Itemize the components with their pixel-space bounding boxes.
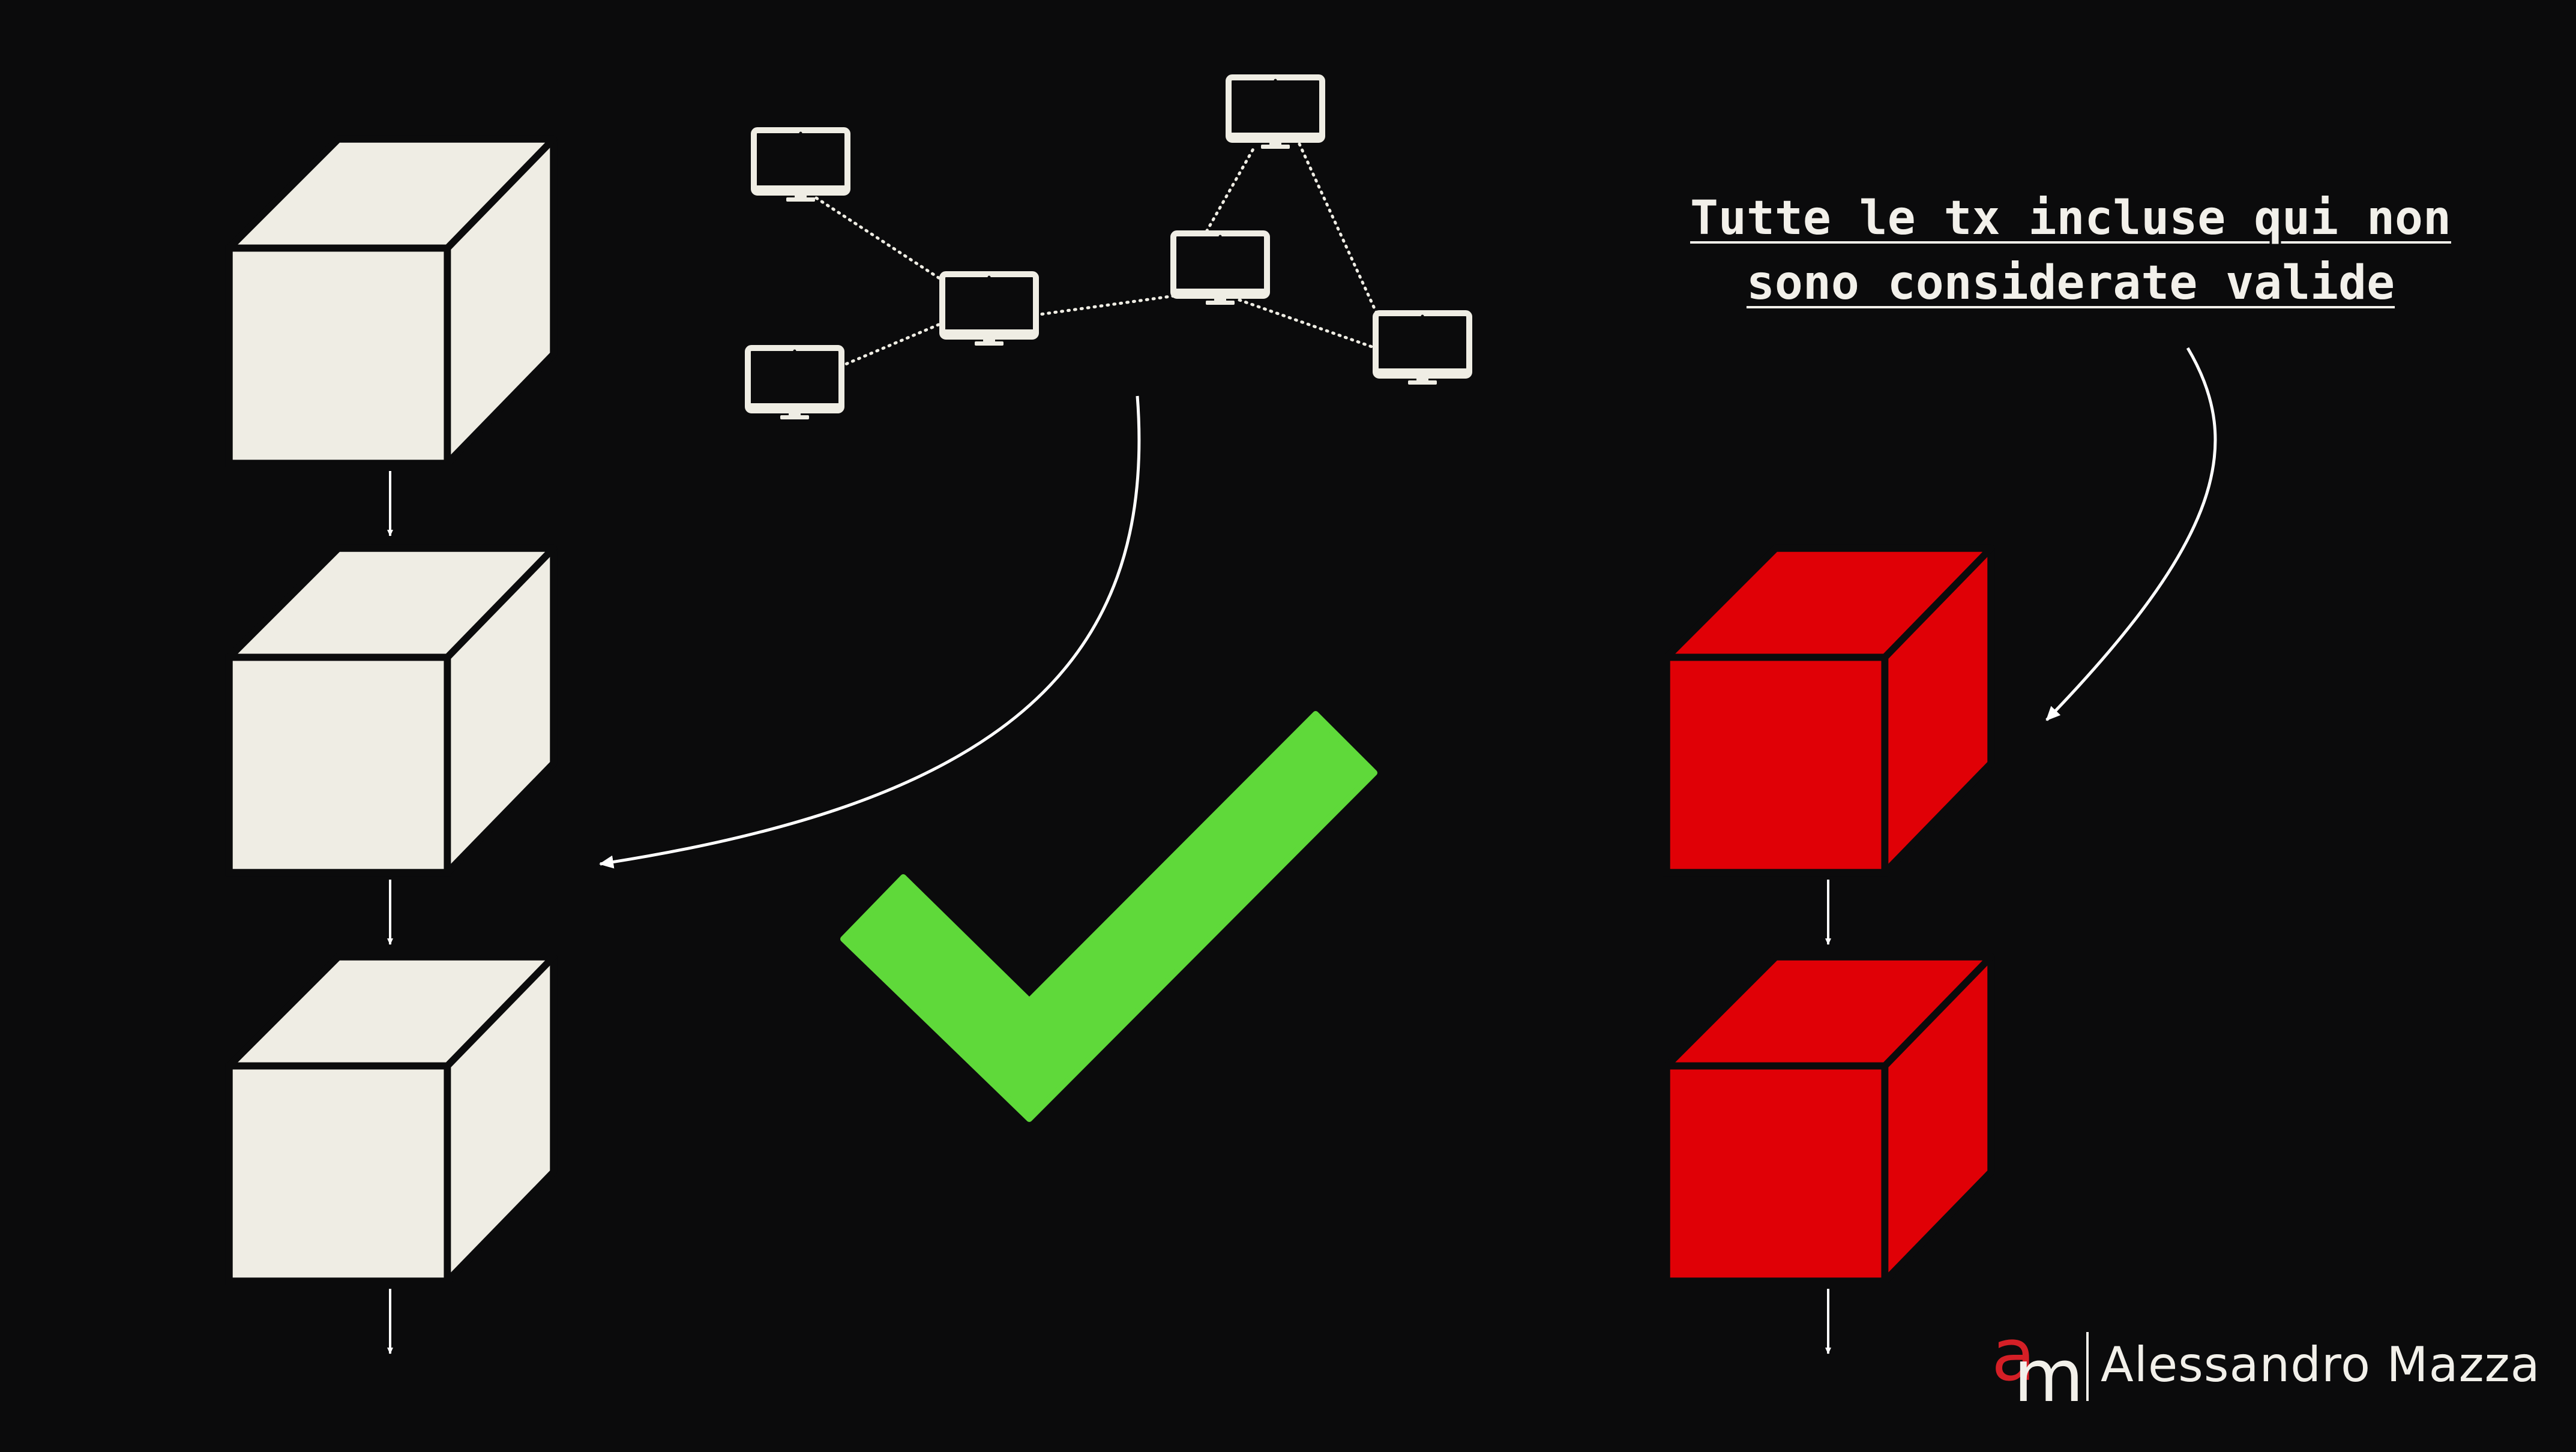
network-to-chain-arrow: [599, 395, 1141, 869]
annotation-arrow: [2045, 347, 2217, 721]
annotation-line-1: Tutte le tx incluse qui non: [1690, 191, 2451, 245]
valid-block-1: [229, 139, 553, 463]
monitor-icon: [1229, 77, 1322, 149]
check-mark-icon: [840, 711, 1377, 1122]
network-links: [814, 142, 1394, 371]
brand-logo: a m: [1991, 1314, 2089, 1418]
monitor-icon: [1173, 233, 1267, 305]
monitor-icon: [754, 130, 847, 202]
monitor-icon: [942, 274, 1036, 346]
invalid-block-2: [1667, 957, 1991, 1281]
invalid-block-1: [1667, 548, 1991, 872]
monitor-icon: [748, 348, 841, 419]
brand-name: Alessandro Mazza: [2101, 1337, 2541, 1393]
annotation-line-2: sono considerate valide: [1746, 256, 2395, 310]
logo-letter-a: a: [1991, 1314, 2036, 1397]
valid-chain: [229, 139, 553, 1354]
invalid-annotation: Tutte le tx incluse qui non sono conside…: [1572, 186, 2569, 316]
monitor-icon: [1376, 313, 1469, 385]
node-network: [748, 77, 1469, 419]
logo-letter-m: m: [2014, 1335, 2084, 1418]
valid-block-3: [229, 957, 553, 1281]
invalid-chain: [1667, 548, 1991, 1354]
valid-block-2: [229, 548, 553, 872]
